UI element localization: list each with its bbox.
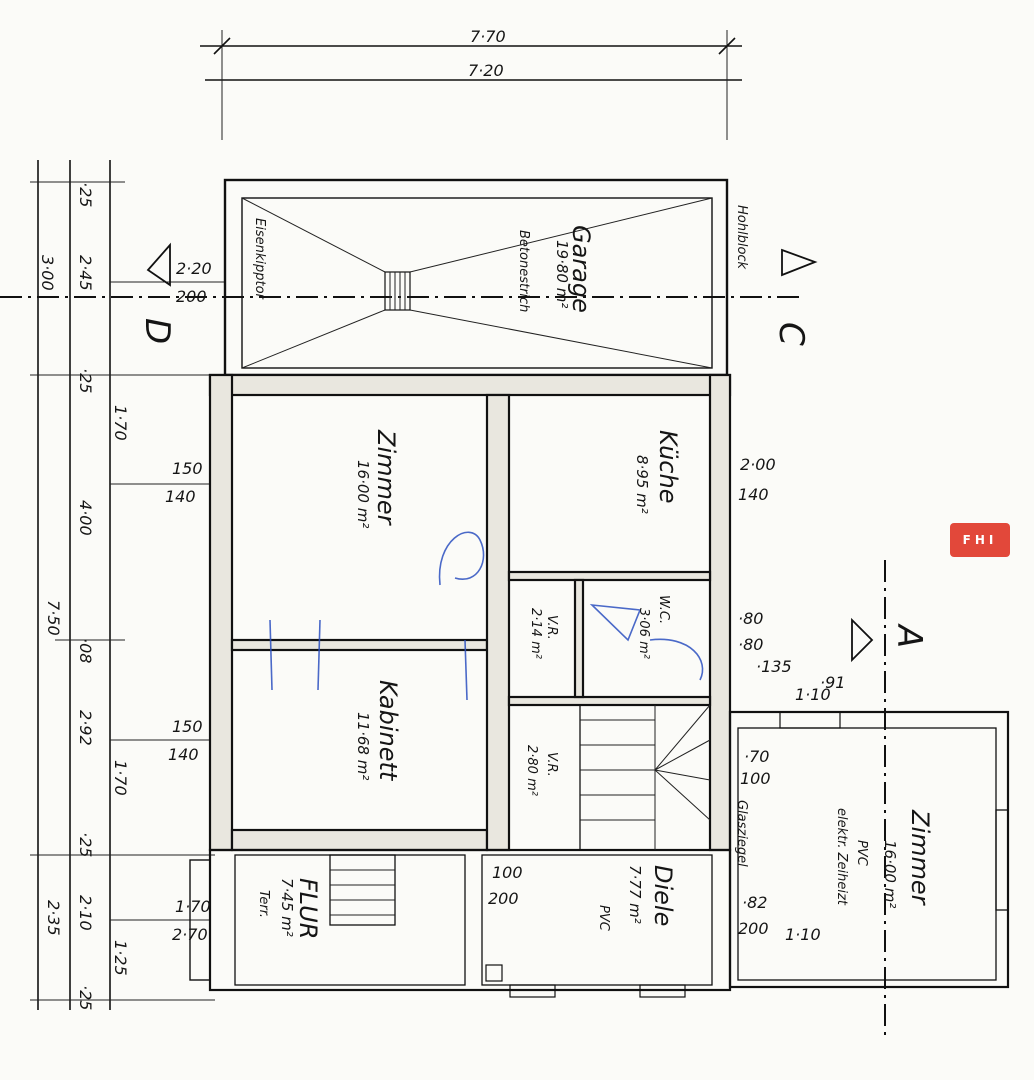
- kabinett-area: 11·68 m²: [354, 712, 372, 780]
- section-letter-d: D: [137, 318, 177, 344]
- diele-area: 7·77 m²: [626, 865, 644, 924]
- zimmer2-area: 16·00 m²: [881, 840, 899, 908]
- dim-top-outer: 7·70: [470, 27, 506, 46]
- left-dimensions: [30, 160, 225, 1010]
- dim-left-3: ·25: [76, 368, 95, 393]
- garage-floor: Betonestrich: [516, 230, 531, 312]
- kueche-area: 8·95 m²: [633, 455, 651, 514]
- section-letter-c: C: [771, 322, 811, 346]
- dim-opening-20: 1·10: [785, 925, 821, 944]
- zimmer2-heating: elektr. Zeiheizt: [834, 808, 849, 906]
- dim-opening-8: 2·70: [172, 925, 208, 944]
- dim-opening-11: ·82: [742, 893, 767, 912]
- dim-left-10: 2·10: [76, 895, 95, 931]
- dim-left-11: ·25: [76, 985, 95, 1010]
- dim-opening-9: 100: [492, 863, 523, 882]
- dim-left-7: 2·92: [76, 710, 95, 746]
- vr2-area: 2·80 m²: [524, 745, 539, 796]
- fhi-logo-badge: FHI: [950, 523, 1010, 557]
- room-labels: Garage 19·80 m² Betonestrich Eisenkippto…: [252, 218, 934, 939]
- vr1-label: V.R.: [544, 615, 559, 640]
- dimension-labels: 3·00 7·50 2·35 ·25 2·45 ·25 1·70 4·00 ·0…: [38, 182, 845, 1010]
- dim-left-8: 1·70: [111, 760, 130, 796]
- dim-left-6: ·08: [76, 638, 95, 663]
- dim-opening-14: 100: [740, 769, 771, 788]
- dim-opening-21: ·91: [820, 673, 845, 692]
- dim-opening-15: 2·00: [740, 455, 776, 474]
- dim-opening-3: 150: [172, 459, 203, 478]
- dim-opening-10: 200: [488, 889, 519, 908]
- garage-label: Garage: [567, 225, 595, 313]
- section-markers: [146, 242, 874, 663]
- hohlblock-note: Hohlblock: [734, 205, 749, 270]
- dim-opening-2: 200: [176, 287, 207, 306]
- dim-left-12: 1·25: [111, 940, 130, 976]
- dim-opening-19: ·135: [756, 657, 792, 676]
- dim-left-outer-3: 2·35: [44, 900, 63, 936]
- flur-area: 7·45 m²: [278, 878, 296, 937]
- kabinett-label: Kabinett: [374, 680, 402, 782]
- dim-left-5: 4·00: [76, 500, 95, 536]
- dim-opening-13: ·70: [744, 747, 769, 766]
- wc-area: 3·06 m²: [636, 608, 651, 659]
- dim-left-2: 2·45: [76, 255, 95, 291]
- zimmer2-floor: PVC: [854, 840, 869, 867]
- house-walls: [189, 373, 1010, 998]
- flur-floor: Terr.: [256, 890, 271, 918]
- dim-left-1: ·25: [76, 182, 95, 207]
- dim-opening-17: ·80: [738, 609, 763, 628]
- dim-opening-5: 150: [172, 717, 203, 736]
- section-letter-a: A: [889, 623, 929, 648]
- garage-area: 19·80 m²: [553, 240, 571, 308]
- zimmer1-label: Zimmer: [372, 429, 400, 527]
- kueche-label: Küche: [654, 430, 682, 503]
- dim-opening-16: 140: [738, 485, 769, 504]
- garage-door: Eisenkipptor: [252, 218, 267, 301]
- dim-left-4: 1·70: [111, 405, 130, 441]
- dim-opening-7: 1·70: [175, 897, 211, 916]
- blue-annotations: [269, 531, 704, 701]
- diele-label: Diele: [649, 865, 677, 926]
- garage-structure: [223, 178, 729, 377]
- diele-floor: PVC: [596, 905, 611, 932]
- dim-left-outer-2: 7·50: [44, 600, 63, 636]
- vr2-label: V.R.: [544, 752, 559, 777]
- top-dimensions: 7·70 7·20: [200, 27, 742, 140]
- dim-opening-6: 140: [168, 745, 199, 764]
- zimmer2-label: Zimmer: [906, 809, 934, 907]
- zimmer1-area: 16·00 m²: [354, 460, 372, 528]
- dim-left-outer-1: 3·00: [38, 255, 57, 291]
- vr1-area: 2·14 m²: [528, 608, 543, 659]
- dim-opening-4: 140: [165, 487, 196, 506]
- flur-label: FLUR: [294, 878, 322, 939]
- dim-opening-22: 1·10: [795, 685, 831, 704]
- wc-label: W.C.: [656, 595, 671, 624]
- dim-left-9: ·25: [76, 832, 95, 857]
- dim-top-inner: 7·20: [468, 61, 504, 80]
- dim-opening-12: 200: [738, 919, 769, 938]
- dim-opening-1: 2·20: [176, 259, 212, 278]
- dim-opening-18: ·80: [738, 635, 763, 654]
- glasziegel-note: Glasziegel: [734, 800, 749, 867]
